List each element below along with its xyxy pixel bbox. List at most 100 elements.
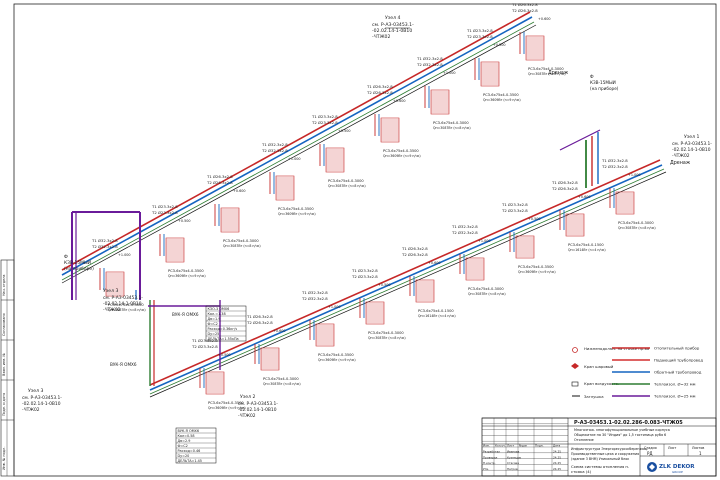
tb-role: Проверил: [483, 455, 498, 459]
elevation-mark: +0.600: [428, 261, 441, 265]
bvk2-label: ВУК-Я ОМХ6: [110, 362, 137, 367]
radiator-model: РСЗ-6х75х4-0-3500: [208, 401, 244, 405]
svg-text:Стадия: Стадия: [644, 446, 657, 450]
radiator: [315, 323, 335, 347]
stamp-replace-label: Взам. инв. №: [2, 353, 6, 376]
drain-top-label: Дренаж: [548, 70, 569, 76]
radiator-power: Qн=3609Вт (n=9 н/чк): [278, 212, 316, 216]
svg-text:Лист: Лист: [668, 446, 676, 450]
legend: Нижнеподключ. на стояке пр-ва Кран шаров…: [571, 346, 703, 399]
elevation-mark: +0.600: [273, 329, 286, 333]
spec-table-cell: Dy=25: [208, 332, 220, 336]
elevation-mark: +1.000: [628, 173, 641, 177]
tb-header-cell: Лист: [507, 444, 514, 448]
pipe-tag: Т1 Ø26.3х2.8: [246, 314, 273, 319]
svg-text:-ЧТЖ02: -ЧТЖ02: [372, 34, 390, 40]
elevation-mark: +0.500: [378, 283, 391, 287]
radiator-model: РСЗ-6х75х4-0-3000: [263, 377, 299, 381]
svg-text:-02.02.14-1-0В10: -02.02.14-1-0В10: [22, 401, 61, 407]
legend-label: Подающий трубопровод: [654, 358, 703, 363]
pipe-tag: Т1 Ø23.3х2.8: [501, 202, 528, 207]
drawing-frame: [13, 3, 717, 477]
svg-text:(на приборе): (на приборе): [64, 265, 94, 272]
elevation-mark: +1.000: [328, 305, 341, 309]
svg-text:-ЧТЖ02: -ЧТЖ02: [103, 307, 121, 313]
svg-text:Кран шаровый: Кран шаровый: [584, 364, 614, 369]
radiator: [260, 347, 280, 371]
tb-header-cell: Подп.: [535, 444, 544, 448]
drawing-code: Р-АЗ-03453.1-02.02.286-0.083-ЧТЖ05: [574, 420, 683, 426]
pipe-tag: Т1 Ø32.3х2.8: [91, 238, 118, 243]
pipe-tag: Т2 Ø32.3х2.8: [601, 164, 628, 169]
svg-text:стояка (4): стояка (4): [571, 469, 592, 474]
elevation-mark: +0.500: [218, 353, 231, 357]
node1-title: Узел 1: [684, 134, 699, 140]
radiator-power: Qн=3609Вт (n=9 н/чк): [168, 274, 206, 278]
tb-header-cell: Изм.: [483, 444, 490, 448]
radiator-model: РСЗ-6х75х4-0-3500: [318, 353, 354, 357]
pipe-tag: Т1 Ø23.3х2.8: [351, 268, 378, 273]
left-riser: [71, 211, 141, 300]
legend-label: Теплоизол. Ø=32 мм: [653, 382, 696, 387]
svg-text:см. Р-АЗ-03453.1-: см. Р-АЗ-03453.1-: [372, 22, 414, 28]
radiator: [365, 301, 385, 325]
radiator-power: Qн=3609Вт (n=9 н/чк): [208, 406, 246, 410]
pipe-tag: Т2 Ø26.3х2.8: [366, 90, 393, 95]
radiator: [205, 371, 225, 395]
legend-label: Отопительный прибор: [654, 346, 700, 351]
radiator-model: РСЗ-6х75х4-0-3000: [468, 287, 504, 291]
tb-role: Утв.: [483, 467, 489, 471]
radiator-power: Qн=3087Вт (n=8 н/чк): [108, 308, 146, 312]
object-line-2: Общежитие на 30 "Индия" до 1,5 гостиница…: [574, 433, 666, 437]
elevation-mark: +0.500: [178, 219, 191, 223]
spec-table-cell: ДЕЛЬТА=1.45: [178, 459, 202, 463]
pipe-tag: Т1 Ø26.3х2.8: [366, 84, 393, 89]
sheets-value: 1: [699, 451, 702, 456]
radiator-power: Qн=3609Вт (n=9 н/чк): [383, 154, 421, 158]
spec-table-cell: Dy=20: [178, 454, 190, 458]
svg-text:-02.02.14-1-0В10: -02.02.14-1-0В10: [103, 301, 142, 307]
elevation-mark: +1.000: [443, 71, 456, 75]
radiator-power: Qн=3087Вт (n=8 н/чк): [468, 292, 506, 296]
svg-text:см. Р-АЗ-03453.1-: см. Р-АЗ-03453.1-: [22, 395, 62, 401]
radiator-model: РСЗ-6х75х4-0-3000: [223, 239, 259, 243]
pipe-tag: Т2 Ø23.3х2.8: [466, 34, 493, 39]
tb-date: 24.25: [553, 467, 561, 471]
radiator-power: Qн=3087Вт (n=8 н/чк): [328, 184, 366, 188]
svg-text:Листов: Листов: [692, 446, 704, 450]
tb-header-cell: Кол.уч.: [495, 444, 506, 448]
pipe-tag: Т1 Ø32.3х2.8: [601, 158, 628, 163]
ball-valve-icon: [571, 363, 579, 369]
radiator-model: РСЗ-6х75х4-0-3000: [618, 221, 654, 225]
pipe-tag: Т2 Ø26.3х2.8: [206, 180, 233, 185]
node3b-title: Узел 3: [28, 388, 43, 394]
node-4-callout: Узел 4 см. Р-АЗ-03453.1- -02.02.14-1-0В1…: [372, 15, 414, 40]
svg-text:(на приборе): (на приборе): [590, 86, 619, 91]
radiator: [415, 279, 435, 303]
radiator-model: РСЗ-6х75х4-0-3000: [108, 303, 144, 307]
heater-connection-icon: [572, 347, 578, 353]
svg-text:Ф: Ф: [590, 74, 594, 79]
pipe-tag: Т1 Ø26.3х2.8: [401, 246, 428, 251]
radiator-model: РСЗ-6х75х4-0-3500: [483, 93, 519, 97]
pipe-tag: Т2 Ø23.3х2.8: [191, 344, 218, 349]
pipe-tag: Т2 Ø32.3х2.8: [261, 148, 288, 153]
elevation-mark: +0.600: [538, 17, 551, 21]
elevation-mark: +0.600: [393, 99, 406, 103]
radiator-model: РСЗ-6х75х4-0-1500: [568, 243, 604, 247]
spec-table-cell: Кал=0.58: [178, 434, 195, 438]
legend-label: Теплоизол. Ø=25 мм: [653, 394, 696, 399]
radiator-power: Qн=1614Вт (n=4 н/чк): [418, 314, 456, 318]
radiator-power: Qн=3087Вт (n=8 н/чк): [368, 336, 406, 340]
pipe-tag: Т1 Ø32.3х2.8: [451, 224, 478, 229]
air-vent-icon: [571, 381, 579, 387]
pipe-tag: Т2 Ø32.3х2.8: [451, 230, 478, 235]
bvk-label: ВУК-Я ОМХ6: [172, 312, 199, 317]
stamp-sign-label: Подп. и дата: [2, 393, 6, 416]
radiator-model: РСЗ-6х75х4-0-3000: [528, 67, 564, 71]
svg-text:-02.02.14-1-0В10: -02.02.14-1-0В10: [372, 28, 412, 34]
